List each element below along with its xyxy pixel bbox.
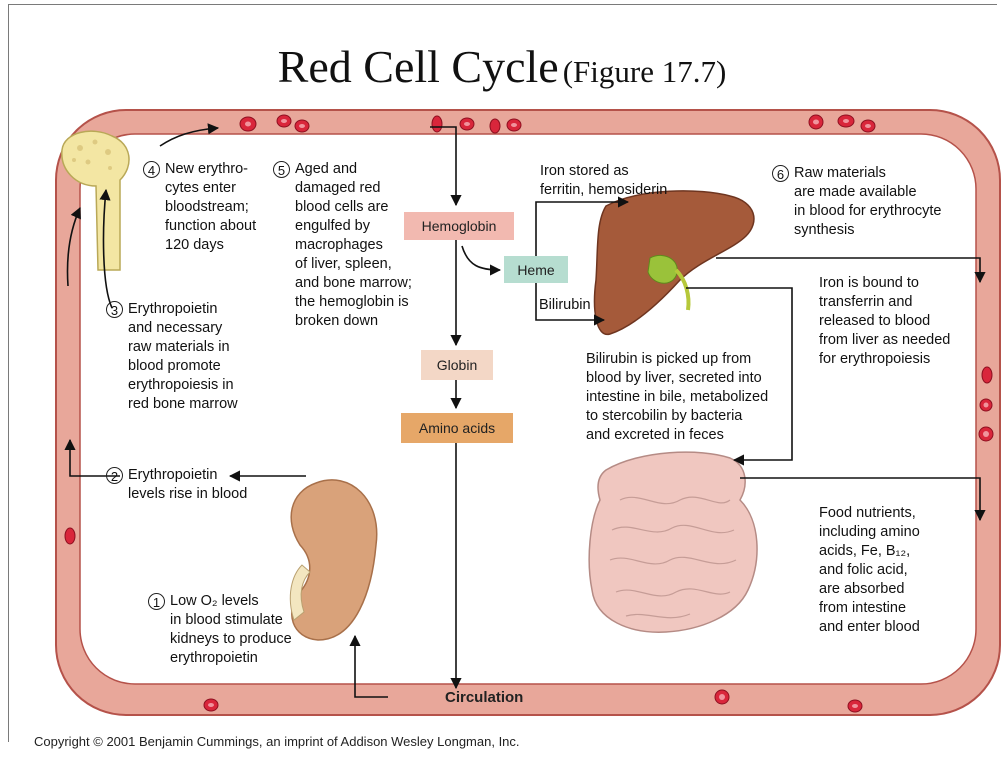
step-4-label: New erythro- cytes enter bloodstream; fu… <box>165 160 256 255</box>
step-3-text: 3 Erythropoietin and necessary raw materi… <box>106 300 238 414</box>
amino-acids-box: Amino acids <box>401 413 513 443</box>
intestine-illustration <box>589 452 757 632</box>
food-nutrients-label: Food nutrients, including amino acids, F… <box>819 504 920 637</box>
step-3-number: 3 <box>106 301 123 318</box>
heme-box: Heme <box>504 256 568 283</box>
step-1-label: Low O₂ levels in blood stimulate kidneys… <box>170 592 292 668</box>
step-6-text: 6 Raw materials are made available in blo… <box>772 164 942 240</box>
hemoglobin-box: Hemoglobin <box>404 212 514 240</box>
step-1-number: 1 <box>148 593 165 610</box>
globin-box: Globin <box>421 350 493 380</box>
step-2-label: Erythropoietin levels rise in blood <box>128 466 247 504</box>
step-5-text: 5 Aged and damaged red blood cells are en… <box>273 160 412 331</box>
step-5-label: Aged and damaged red blood cells are eng… <box>295 160 412 331</box>
circulation-label: Circulation <box>445 689 523 706</box>
bilirubin-note: Bilirubin is picked up from blood by liv… <box>586 350 768 445</box>
iron-bound-label: Iron is bound to transferrin and release… <box>819 274 950 369</box>
step-4-text: 4 New erythro- cytes enter bloodstream; f… <box>143 160 256 255</box>
bilirubin-label: Bilirubin <box>539 296 591 315</box>
step-4-number: 4 <box>143 161 160 178</box>
step-2-text: 2 Erythropoietin levels rise in blood <box>106 466 247 504</box>
step-6-label: Raw materials are made available in bloo… <box>794 164 942 240</box>
step-6-number: 6 <box>772 165 789 182</box>
iron-stored-label: Iron stored as ferritin, hemosiderin <box>540 162 667 200</box>
step-1-text: 1 Low O₂ levels in blood stimulate kidney… <box>148 592 292 668</box>
copyright-text: Copyright © 2001 Benjamin Cummings, an i… <box>34 734 520 749</box>
step-3-label: Erythropoietin and necessary raw materia… <box>128 300 238 414</box>
step-2-number: 2 <box>106 467 123 484</box>
step-5-number: 5 <box>273 161 290 178</box>
